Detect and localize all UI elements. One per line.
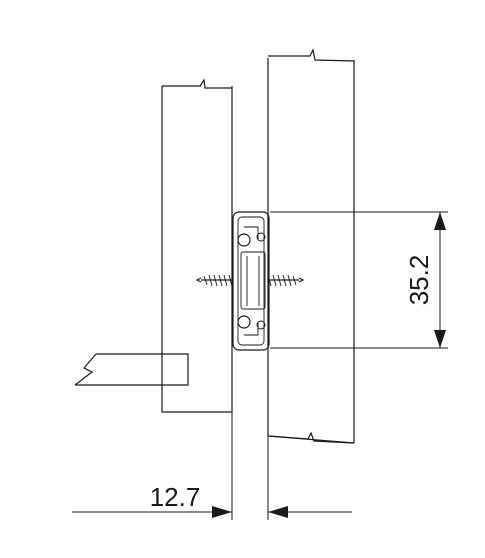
arrow-down-icon (434, 330, 446, 348)
cabinet-side-panel (267, 48, 356, 444)
height-dimension-label: 35.2 (404, 255, 434, 306)
gap-dimension-label: 12.7 (150, 482, 201, 512)
slide-profile (232, 211, 270, 351)
arrow-up-icon (434, 212, 446, 230)
height-dimension: 35.2 (270, 211, 448, 349)
mounting-screw (195, 274, 305, 287)
drawer-bottom-board (74, 353, 189, 386)
upper-ball-bearing (237, 233, 251, 247)
arrow-right-icon (212, 506, 232, 518)
gap-dimension: 12.7 (72, 412, 352, 520)
lower-ball-bearing (237, 315, 251, 329)
arrow-left-icon (268, 506, 288, 518)
drawer-side-panel (161, 78, 233, 413)
